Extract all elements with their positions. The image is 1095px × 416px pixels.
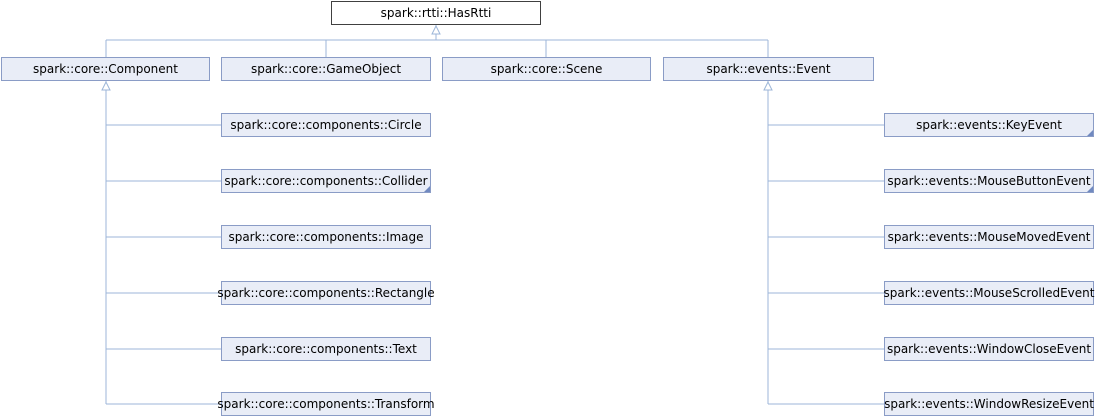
class-label: spark::events::KeyEvent [916, 118, 1062, 132]
class-node-mousemovedevent[interactable]: spark::events::MouseMovedEvent [884, 225, 1094, 249]
class-label: spark::events::WindowCloseEvent [886, 342, 1092, 356]
class-label: spark::events::MouseMovedEvent [887, 230, 1091, 244]
inheritance-arrowhead [763, 80, 773, 91]
class-node-keyevent[interactable]: spark::events::KeyEvent [884, 113, 1094, 137]
class-label: spark::core::components::Circle [230, 118, 422, 132]
class-node-text[interactable]: spark::core::components::Text [221, 337, 431, 361]
class-label: spark::core::GameObject [250, 62, 402, 76]
class-label: spark::core::Component [33, 62, 178, 76]
inheritance-arrowhead [101, 80, 111, 91]
class-node-image[interactable]: spark::core::components::Image [221, 225, 431, 249]
class-label: spark::core::components::Collider [224, 174, 428, 188]
class-node-circle[interactable]: spark::core::components::Circle [221, 113, 431, 137]
class-label: spark::events::MouseScrolledEvent [883, 286, 1095, 300]
class-node-event[interactable]: spark::events::Event [663, 57, 874, 81]
class-node-scene[interactable]: spark::core::Scene [442, 57, 651, 81]
has-subclasses-marker [424, 186, 430, 192]
has-subclasses-marker [1087, 186, 1093, 192]
class-label: spark::core::components::Transform [217, 397, 435, 411]
class-label: spark::core::components::Text [235, 342, 417, 356]
class-node-mousebuttonevent[interactable]: spark::events::MouseButtonEvent [884, 169, 1094, 193]
class-node-windowresizeevent[interactable]: spark::events::WindowResizeEvent [884, 392, 1094, 416]
class-node-windowcloseevent[interactable]: spark::events::WindowCloseEvent [884, 337, 1094, 361]
class-label: spark::core::Scene [490, 62, 603, 76]
class-node-gameobject[interactable]: spark::core::GameObject [221, 57, 431, 81]
class-label: spark::core::components::Image [228, 230, 424, 244]
class-label: spark::events::Event [706, 62, 831, 76]
class-node-hasrtti[interactable]: spark::rtti::HasRtti [331, 1, 541, 25]
class-node-rectangle[interactable]: spark::core::components::Rectangle [217, 281, 435, 305]
class-node-collider[interactable]: spark::core::components::Collider [221, 169, 431, 193]
class-node-transform[interactable]: spark::core::components::Transform [217, 392, 435, 416]
class-node-mousescrolledevent[interactable]: spark::events::MouseScrolledEvent [884, 281, 1094, 305]
class-node-component[interactable]: spark::core::Component [1, 57, 210, 81]
class-label: spark::rtti::HasRtti [380, 6, 492, 20]
has-subclasses-marker [1087, 130, 1093, 136]
class-label: spark::events::MouseButtonEvent [887, 174, 1091, 188]
class-label: spark::events::WindowResizeEvent [884, 397, 1094, 411]
inheritance-arrowhead [431, 24, 441, 35]
class-label: spark::core::components::Rectangle [217, 286, 435, 300]
